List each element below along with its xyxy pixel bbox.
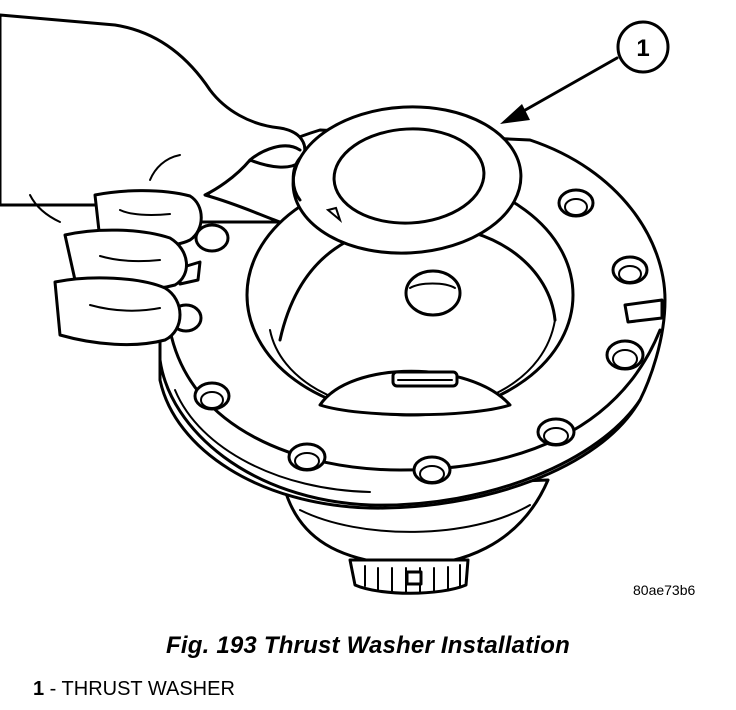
bearing-cage: [348, 558, 470, 595]
thrust-washer-illustration: 1: [0, 13, 670, 595]
technician-hand: [0, 13, 307, 347]
callout-leader: 1: [500, 20, 670, 124]
legend-item: 1 - THRUST WASHER: [33, 678, 235, 701]
legend-label: THRUST WASHER: [61, 678, 235, 700]
image-code: 80ae73b6: [633, 582, 696, 598]
figure-caption: Fig. 193 Thrust Washer Installation: [166, 632, 570, 659]
legend-separator: -: [44, 678, 62, 700]
callout-number: 1: [636, 35, 649, 62]
thrust-washer: [291, 105, 523, 255]
legend-number: 1: [33, 678, 45, 700]
